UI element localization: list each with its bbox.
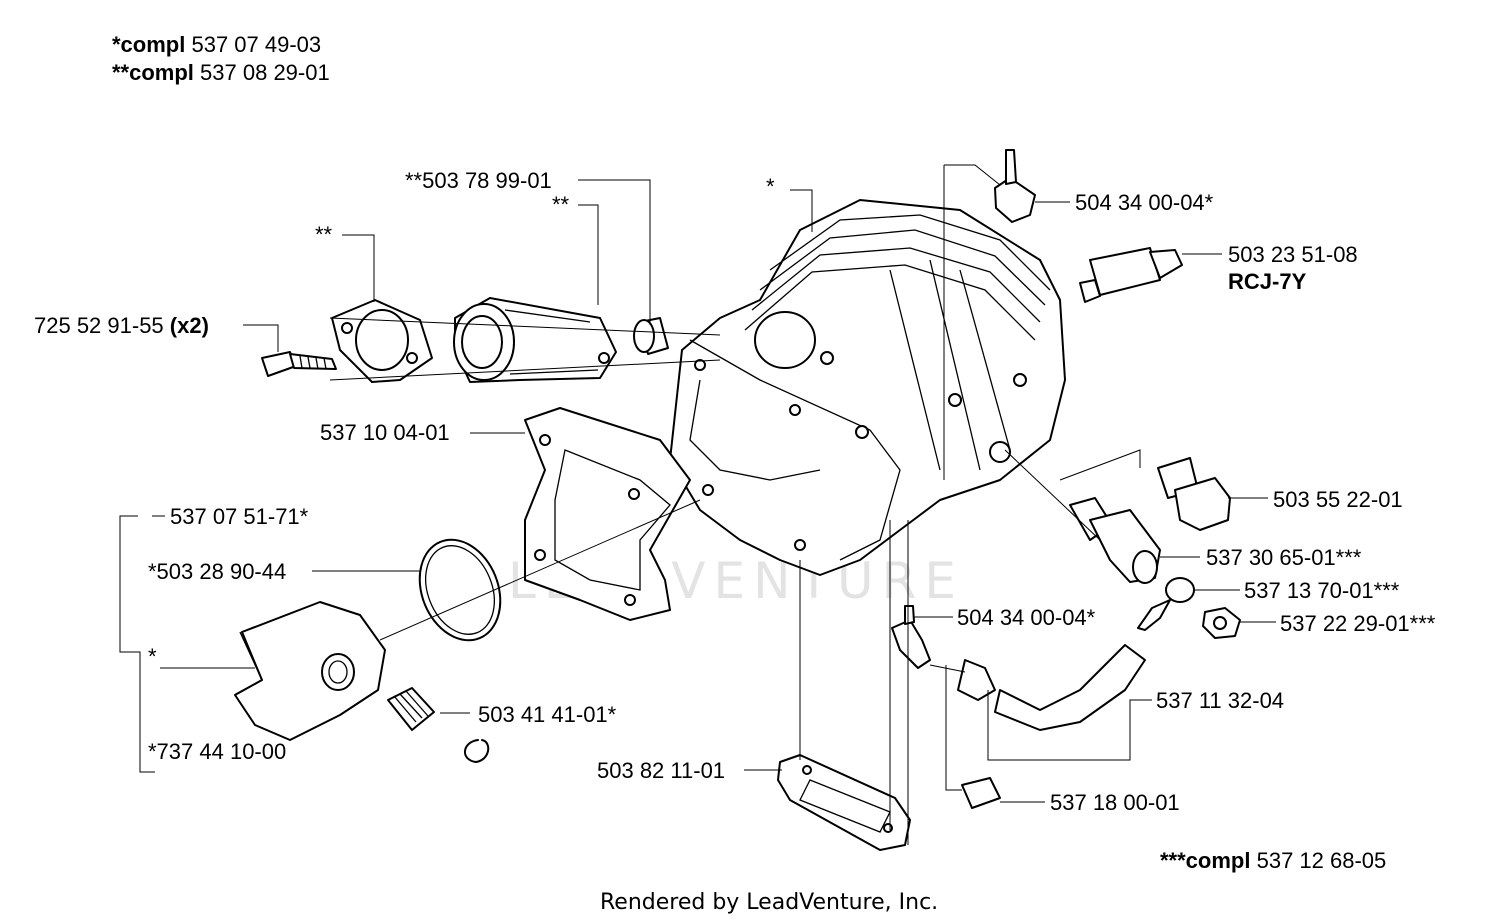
piston-part xyxy=(234,601,386,741)
label-needle-bearing: 503 41 41-01* xyxy=(478,702,617,727)
bushing-part xyxy=(633,317,669,355)
label-exhaust-gasket: 503 82 11-01 xyxy=(597,758,725,783)
screw-part xyxy=(261,351,337,377)
piston-ring-part xyxy=(418,538,502,642)
cylinder-part xyxy=(669,199,1066,576)
base-gasket-part xyxy=(524,407,691,621)
label-decomp-valve: 537 30 65-01*** xyxy=(1206,545,1362,570)
label-intake-gasket-star: ** xyxy=(315,222,333,247)
spark-plug-part xyxy=(1079,247,1183,303)
footer-credit: Rendered by LeadVenture, Inc. xyxy=(600,890,938,915)
kit-2-label: **compl 537 08 29-01 xyxy=(112,60,330,85)
decomp-valve-part xyxy=(1069,497,1161,584)
kit-1-label: *compl 537 07 49-03 xyxy=(112,32,321,57)
intake-flange-part xyxy=(453,297,617,383)
label-union: 537 13 70-01*** xyxy=(1244,578,1400,603)
exhaust-gasket-part xyxy=(777,754,911,851)
label-intake-flange-star: ** xyxy=(552,192,570,217)
label-spark-plug: 503 23 51-08 xyxy=(1228,242,1358,267)
circlip-part xyxy=(464,739,490,763)
label-piston-star: * xyxy=(148,644,157,669)
label-intake-flange: **503 78 99-01 xyxy=(405,168,552,193)
kit-3-label: ***compl 537 12 68-05 xyxy=(1160,848,1386,873)
plug-part xyxy=(1157,457,1231,531)
needle-bearing-part xyxy=(387,687,435,731)
label-base-gasket: 537 10 04-01 xyxy=(320,420,450,445)
label-piston-ring: *503 28 90-44 xyxy=(148,559,286,584)
label-circlip: *737 44 10-00 xyxy=(148,739,286,764)
union-part xyxy=(1137,577,1195,631)
leader-lines xyxy=(119,164,1276,845)
screw-2-part xyxy=(1202,607,1241,639)
label-cylinder-star: * xyxy=(766,174,775,199)
label-piston-kit: 537 07 51-71* xyxy=(170,504,309,529)
label-spark-plug-type: RCJ-7Y xyxy=(1228,269,1307,294)
nipple-top-part xyxy=(994,149,1036,223)
label-nipple-top: 504 34 00-04* xyxy=(1075,190,1214,215)
label-hose: 537 11 32-04 xyxy=(1156,688,1284,713)
plug-2-part xyxy=(961,777,1001,809)
intake-gasket-part xyxy=(331,299,433,383)
label-screw-2: 537 22 29-01*** xyxy=(1280,611,1436,636)
label-nipple-bottom: 504 34 00-04* xyxy=(957,605,1096,630)
label-plug: 503 55 22-01 xyxy=(1273,487,1403,512)
label-screw: 725 52 91-55 (x2) xyxy=(34,313,209,338)
nipple-bottom-part xyxy=(891,605,931,669)
hose-part xyxy=(957,644,1146,731)
label-plug-2: 537 18 00-01 xyxy=(1050,790,1180,815)
